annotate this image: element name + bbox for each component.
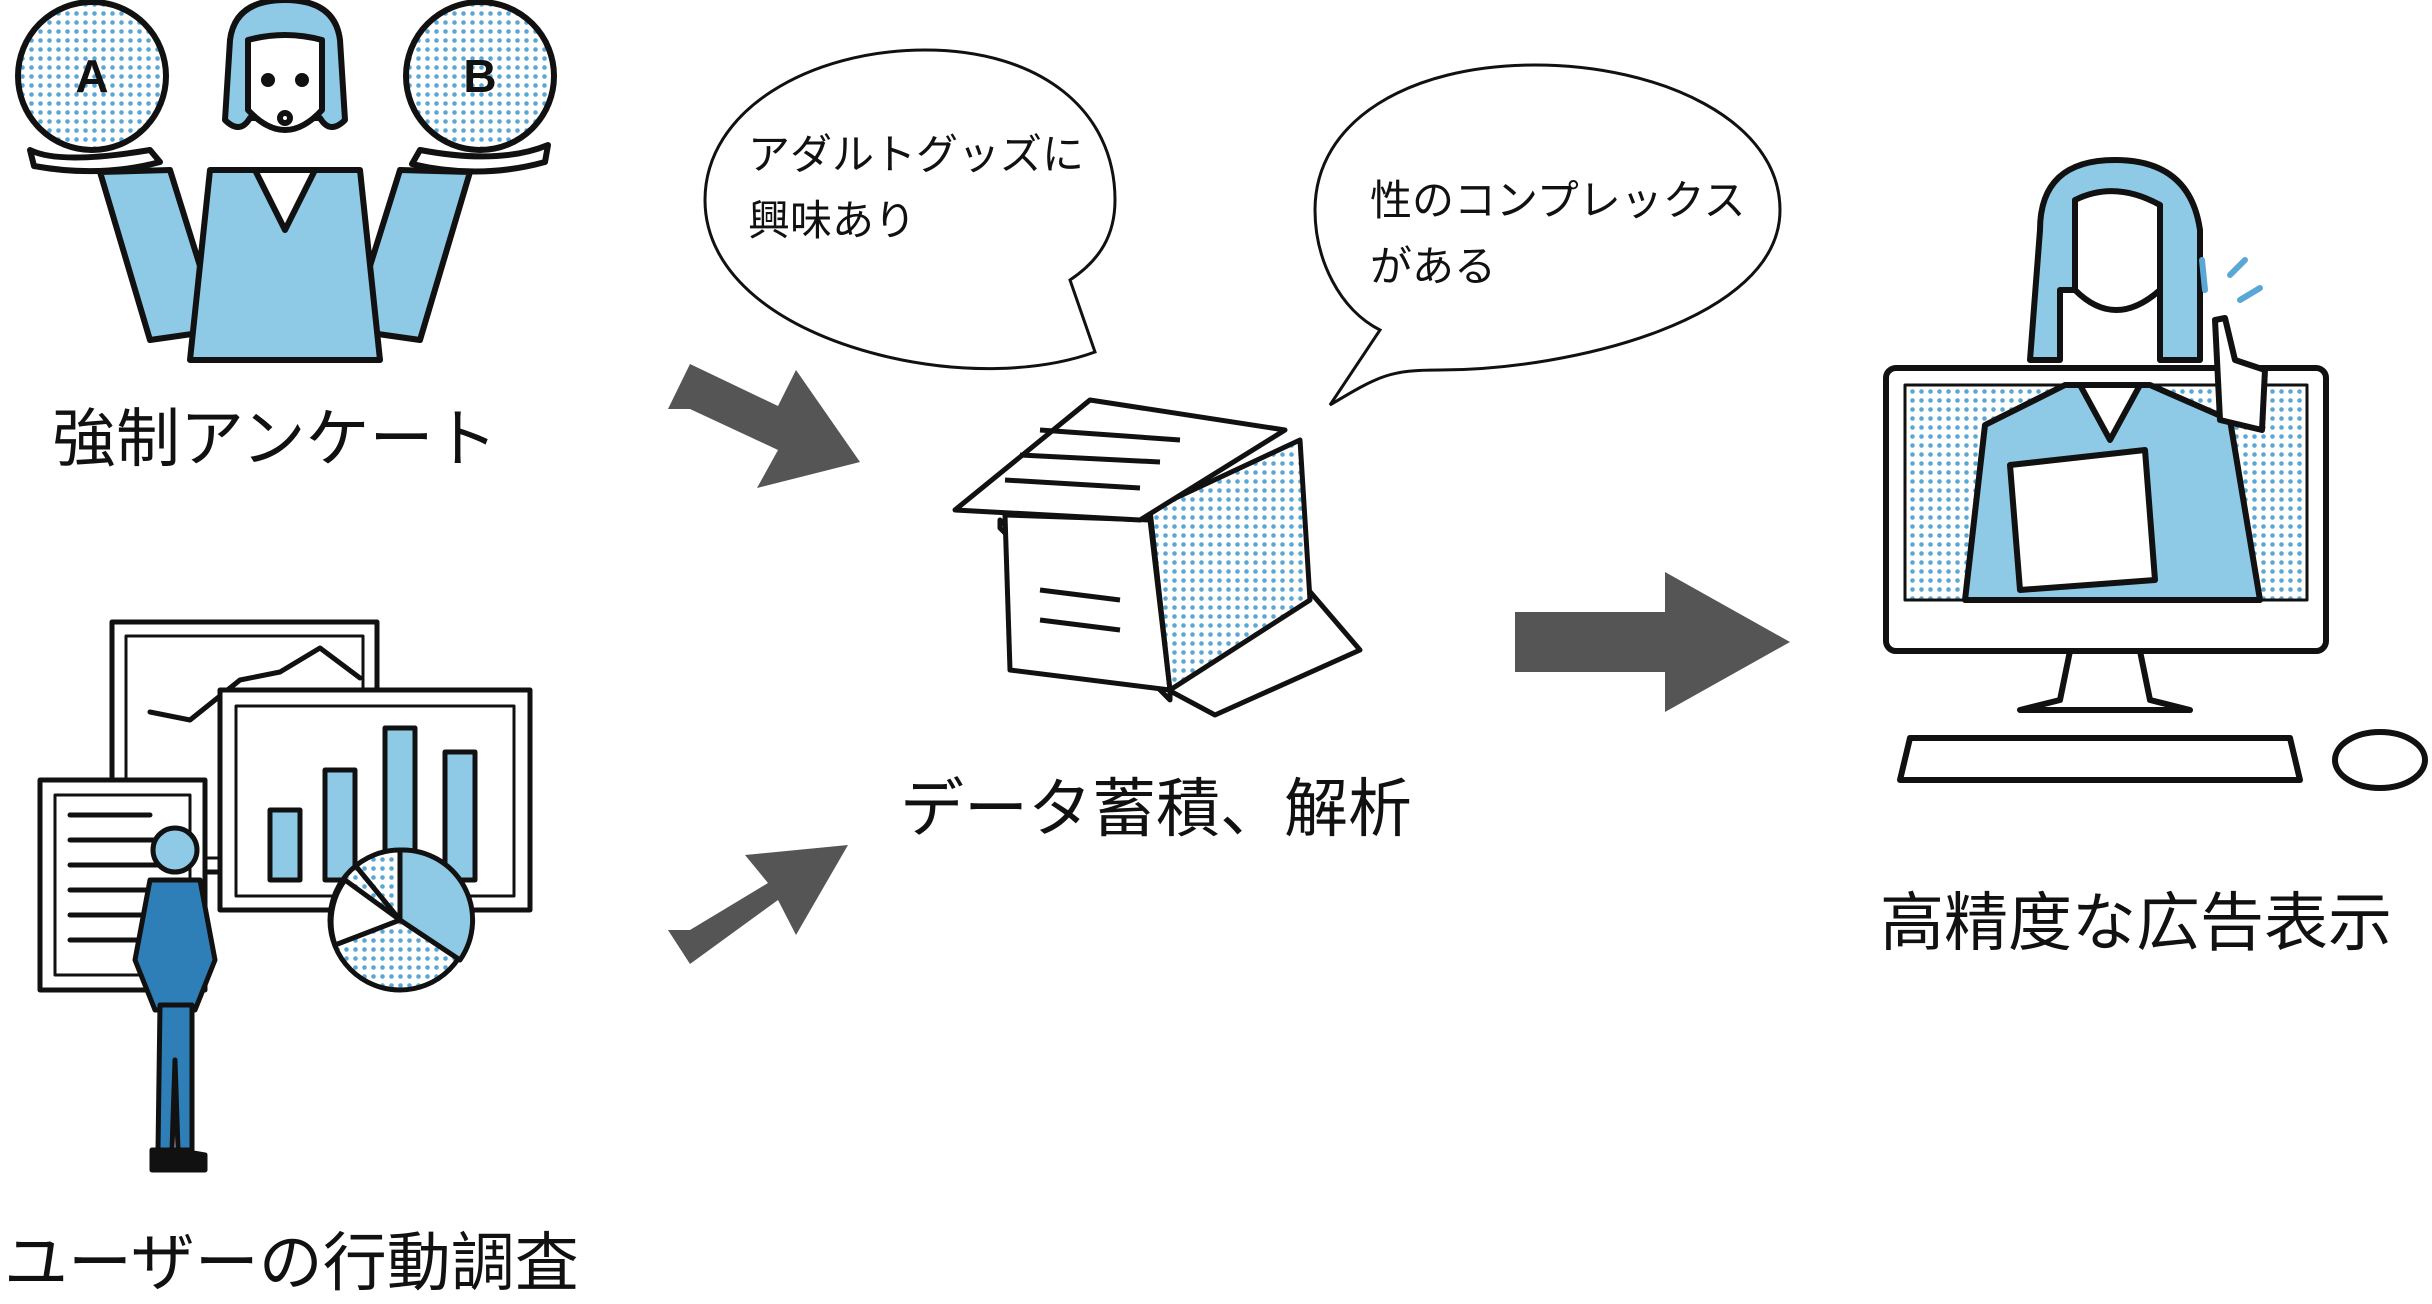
speech-bubble-1 [703, 48, 1117, 371]
choice-a-letter: A [75, 50, 108, 102]
survey-woman-illustration [15, 0, 557, 363]
behavior-label: ユーザーの行動調査 [4, 1227, 579, 1301]
ad-display-label: 高精度な広告表示 [1880, 887, 2392, 961]
mouse-illustration [2332, 729, 2428, 791]
flow-arrows [668, 364, 1790, 964]
speech-bubble-2 [1313, 63, 1782, 407]
choice-b-circle [403, 0, 557, 153]
arrow-data-to-ad [1515, 572, 1790, 712]
arrow-behavior-to-data [668, 845, 848, 964]
data-stack-illustration [952, 397, 1363, 718]
keyboard-illustration [1897, 735, 2303, 783]
choice-a-circle [15, 0, 169, 153]
bubble2-line2: がある [1370, 242, 1497, 291]
bubble2-text: 性のコンプレックス がある [1370, 168, 1745, 300]
bubble1-line2: 興味あり [748, 196, 917, 245]
choice-b-letter: B [463, 50, 496, 102]
data-label: データ蓄積、解析 [900, 773, 1412, 847]
speech-bubbles [703, 48, 1782, 407]
bubble2-line1: 性のコンプレックス [1370, 176, 1746, 225]
bubble1-text: アダルトグッズに 興味あり [748, 122, 1084, 254]
behavior-research-illustration [37, 619, 533, 1173]
survey-label: 強制アンケート [52, 403, 498, 477]
arrow-survey-to-data [668, 364, 860, 488]
bubble1-line1: アダルトグッズに [748, 130, 1085, 179]
monitor-ad-illustration [1883, 157, 2428, 791]
